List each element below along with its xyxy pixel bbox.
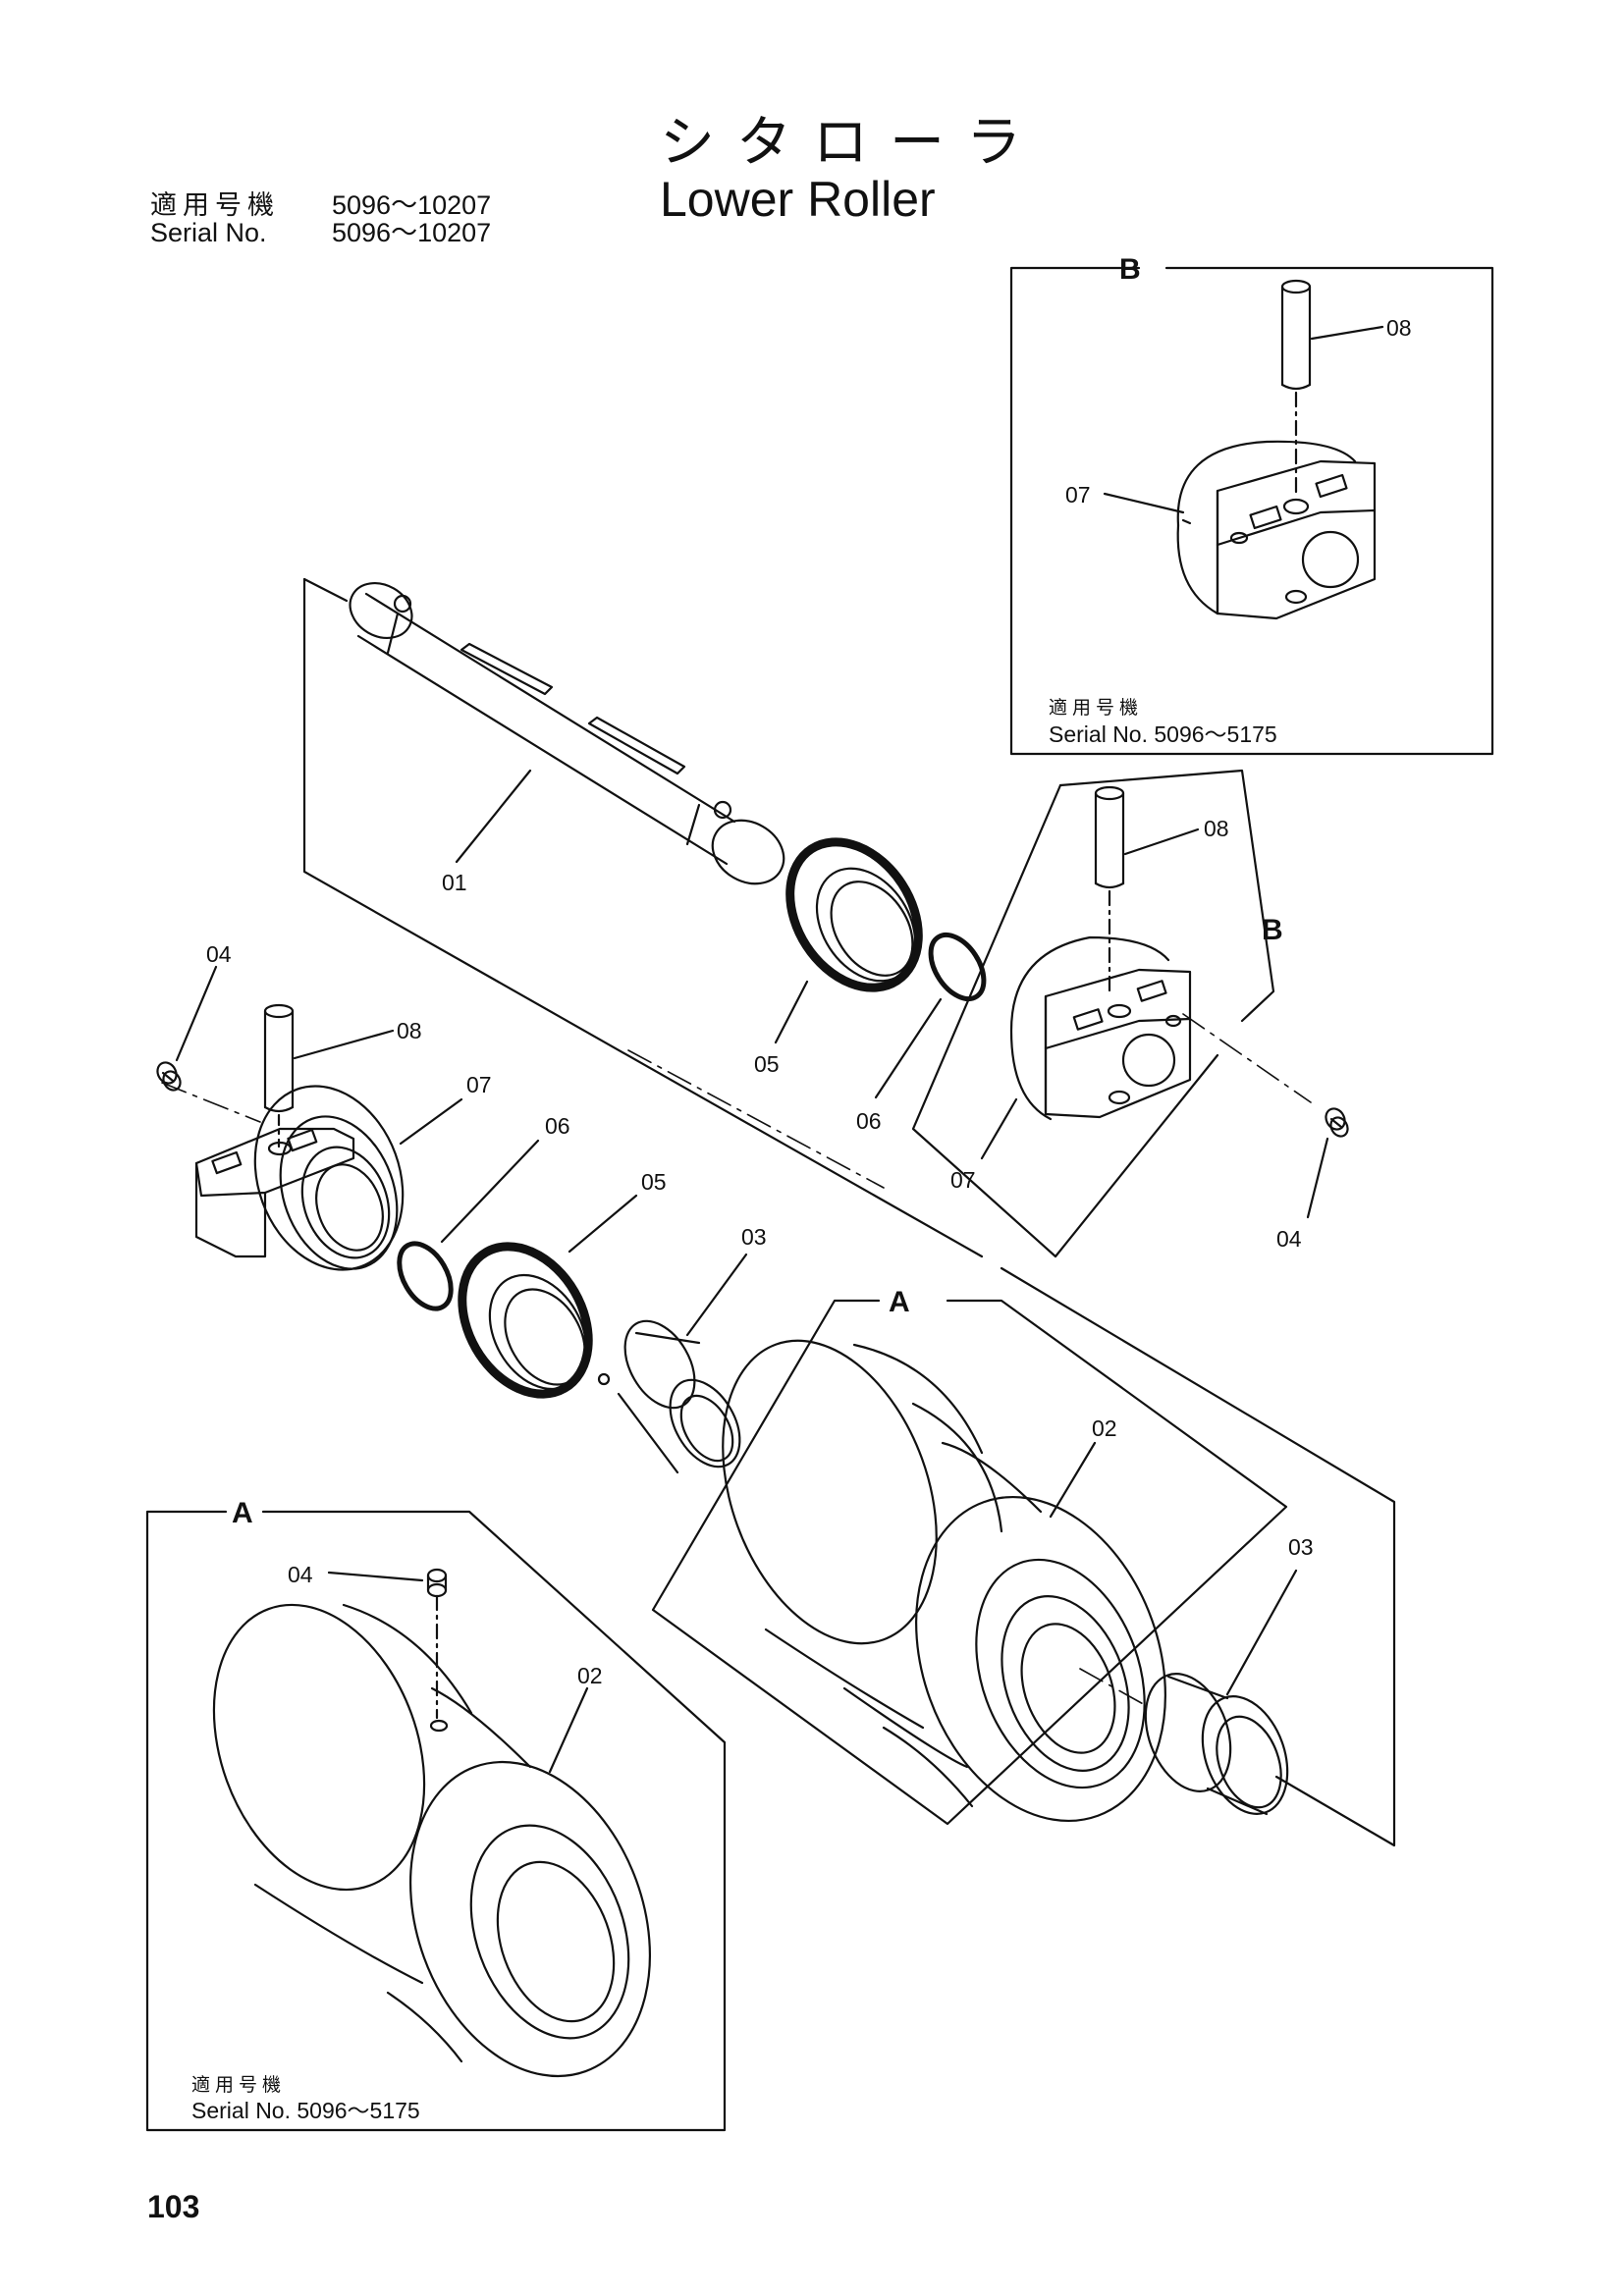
callout-06-upper: 06 [856,1108,882,1134]
o-ring-06-upper [928,933,987,1001]
plug-04-detail-a [426,1568,448,1720]
detail-b-serial: Serial No. 5096～5175 [1049,721,1277,747]
serial-range-jp: 5096～10207 [332,190,492,220]
bracket-07-detail-b [1176,440,1377,620]
detail-b-label: B [1119,253,1141,286]
pin-08-left [263,1003,295,1148]
serial-label-jp: 適用号機 [150,190,280,221]
detail-box-a: A 04 02 適用号機 Serial No. 5096～5175 [145,1497,727,2132]
detail-a-reference: A [651,1286,1288,1826]
page-title-jp: シタローラ [660,111,1043,175]
callout-08-left: 08 [397,1018,422,1043]
seal-05-upper [785,837,923,992]
plug-04-right [1325,1107,1349,1138]
callout-07-detail-b: 07 [1065,482,1091,507]
detail-b-reference: B 08 07 [911,769,1283,1258]
detail-a-applicable-jp: 適用号機 [191,2074,286,2096]
pin-08-detail-b [1280,279,1312,498]
callout-08-right: 08 [1204,816,1229,841]
o-ring-06-lower [397,1241,454,1311]
shaft-01 [349,581,785,885]
detail-b-ref-label: B [1262,914,1283,946]
bracket-07-right [1009,935,1192,1121]
seal-05-lower [458,1242,593,1399]
callout-03-upper: 03 [741,1224,767,1250]
callout-07-right: 07 [950,1167,976,1193]
serial-range: 5096～10207 [332,218,492,247]
callout-08-detail-b: 08 [1386,315,1412,341]
callout-06-lower: 06 [545,1113,570,1139]
callout-05-upper: 05 [754,1051,780,1077]
detail-a-serial: Serial No. 5096～5175 [191,2098,420,2123]
callout-05-lower: 05 [641,1169,667,1195]
detail-box-b: B 08 07 適用号機 Serial No. [1009,253,1494,756]
callout-04-detail-a: 04 [288,1562,313,1587]
roller-02-detail-a [212,1603,652,2078]
bracket-07-left [194,1085,405,1271]
assembly-boundary [302,577,1396,1847]
callout-03-lower: 03 [1288,1534,1314,1560]
roller-02 [722,1339,1166,1823]
callout-01: 01 [442,870,467,895]
serial-label: Serial No. [150,218,267,247]
callout-07-left: 07 [466,1072,492,1097]
page-title: Lower Roller [660,172,936,227]
callout-02-main: 02 [1092,1415,1117,1441]
detail-a-label: A [232,1497,253,1529]
detail-a-ref-label: A [889,1286,910,1318]
pin-08-right [1094,785,1125,993]
plug-04-left [156,1061,182,1092]
callout-04-left: 04 [206,941,232,967]
callout-02-detail-a: 02 [577,1663,603,1688]
detail-b-applicable-jp: 適用号機 [1049,697,1143,719]
callout-04-right: 04 [1276,1226,1302,1252]
bushing-03-lower [1144,1673,1289,1816]
page-number: 103 [147,2189,200,2224]
